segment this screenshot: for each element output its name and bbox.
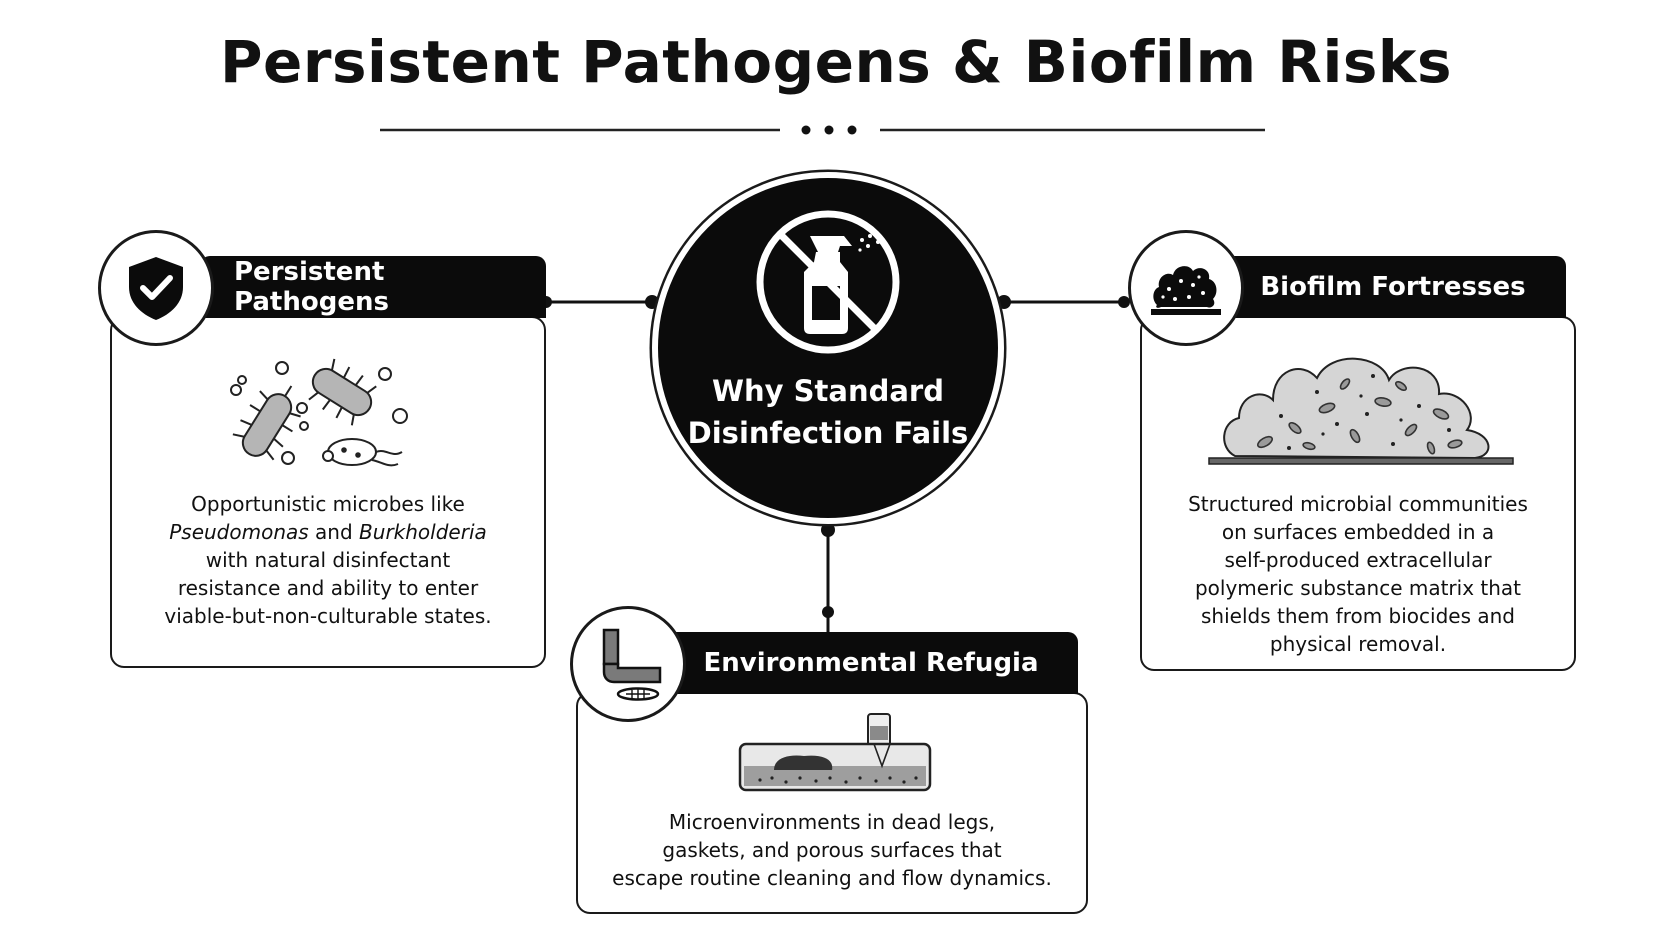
pipe-drain-icon — [602, 628, 662, 701]
refugia-badge — [570, 606, 686, 722]
shield-check-icon — [129, 257, 183, 320]
refugia-desc-line: Microenvironments in dead legs, — [668, 810, 996, 834]
refugia-desc-line: gaskets, and porous surfaces that — [662, 838, 1002, 862]
biofilm-desc-line: polymeric substance matrix that — [1194, 576, 1522, 600]
refugia-desc-line: escape routine cleaning and flow dynamic… — [612, 866, 1052, 890]
refugia-tab: Environmental Refugia — [664, 632, 1078, 694]
refugia-card — [576, 692, 1088, 914]
pathogens-desc-line: viable-but-non-culturable states. — [164, 604, 492, 628]
pathogens-desc-line: Opportunistic microbes like — [191, 492, 465, 516]
dead-leg-pipe-illustration — [738, 713, 932, 792]
pathogens-badge — [98, 230, 214, 346]
pathogens-tab: Persistent Pathogens — [200, 256, 546, 318]
no-spray-bottle-icon — [756, 210, 900, 354]
pathogens-desc-line: Pseudomonas and Burkholderia — [169, 520, 487, 544]
biofilm-badge — [1128, 230, 1244, 346]
divider-dot — [801, 125, 811, 135]
genus-pseudomonas: Pseudomonas — [169, 520, 309, 544]
biofilm-title: Biofilm Fortresses — [1260, 272, 1526, 302]
title-divider — [380, 125, 1265, 135]
biofilm-description: Structured microbial communities on surf… — [1150, 490, 1566, 658]
pathogens-description: Opportunistic microbes like Pseudomonas … — [120, 490, 536, 630]
hub-label: Why Standard Disinfection Fails — [687, 374, 969, 450]
biofilm-desc-line: on surfaces embedded in a — [1221, 520, 1495, 544]
page-title: Persistent Pathogens & Biofilm Risks — [220, 28, 1452, 96]
biofilm-desc-line: self-produced extracellular — [1224, 548, 1492, 572]
biofilm-desc-line: Structured microbial communities — [1188, 492, 1528, 516]
genus-burkholderia: Burkholderia — [359, 520, 487, 544]
biofilm-colony-icon — [1151, 266, 1221, 315]
biofilm-desc-line: shields them from biocides and — [1201, 604, 1515, 628]
divider-dot — [824, 125, 834, 135]
biofilm-matrix-illustration — [1208, 357, 1514, 465]
refugia-title: Environmental Refugia — [703, 648, 1039, 678]
pathogens-desc-line: resistance and ability to enter — [177, 576, 479, 600]
biofilm-desc-line: physical removal. — [1269, 632, 1447, 656]
bacteria-illustration — [230, 358, 408, 467]
refugia-description: Microenvironments in dead legs, gaskets,… — [586, 808, 1078, 892]
divider-dot — [847, 125, 857, 135]
biofilm-tab: Biofilm Fortresses — [1220, 256, 1566, 318]
pathogens-desc-line: with natural disinfectant — [205, 548, 451, 572]
pathogens-title: Persistent Pathogens — [234, 257, 389, 317]
